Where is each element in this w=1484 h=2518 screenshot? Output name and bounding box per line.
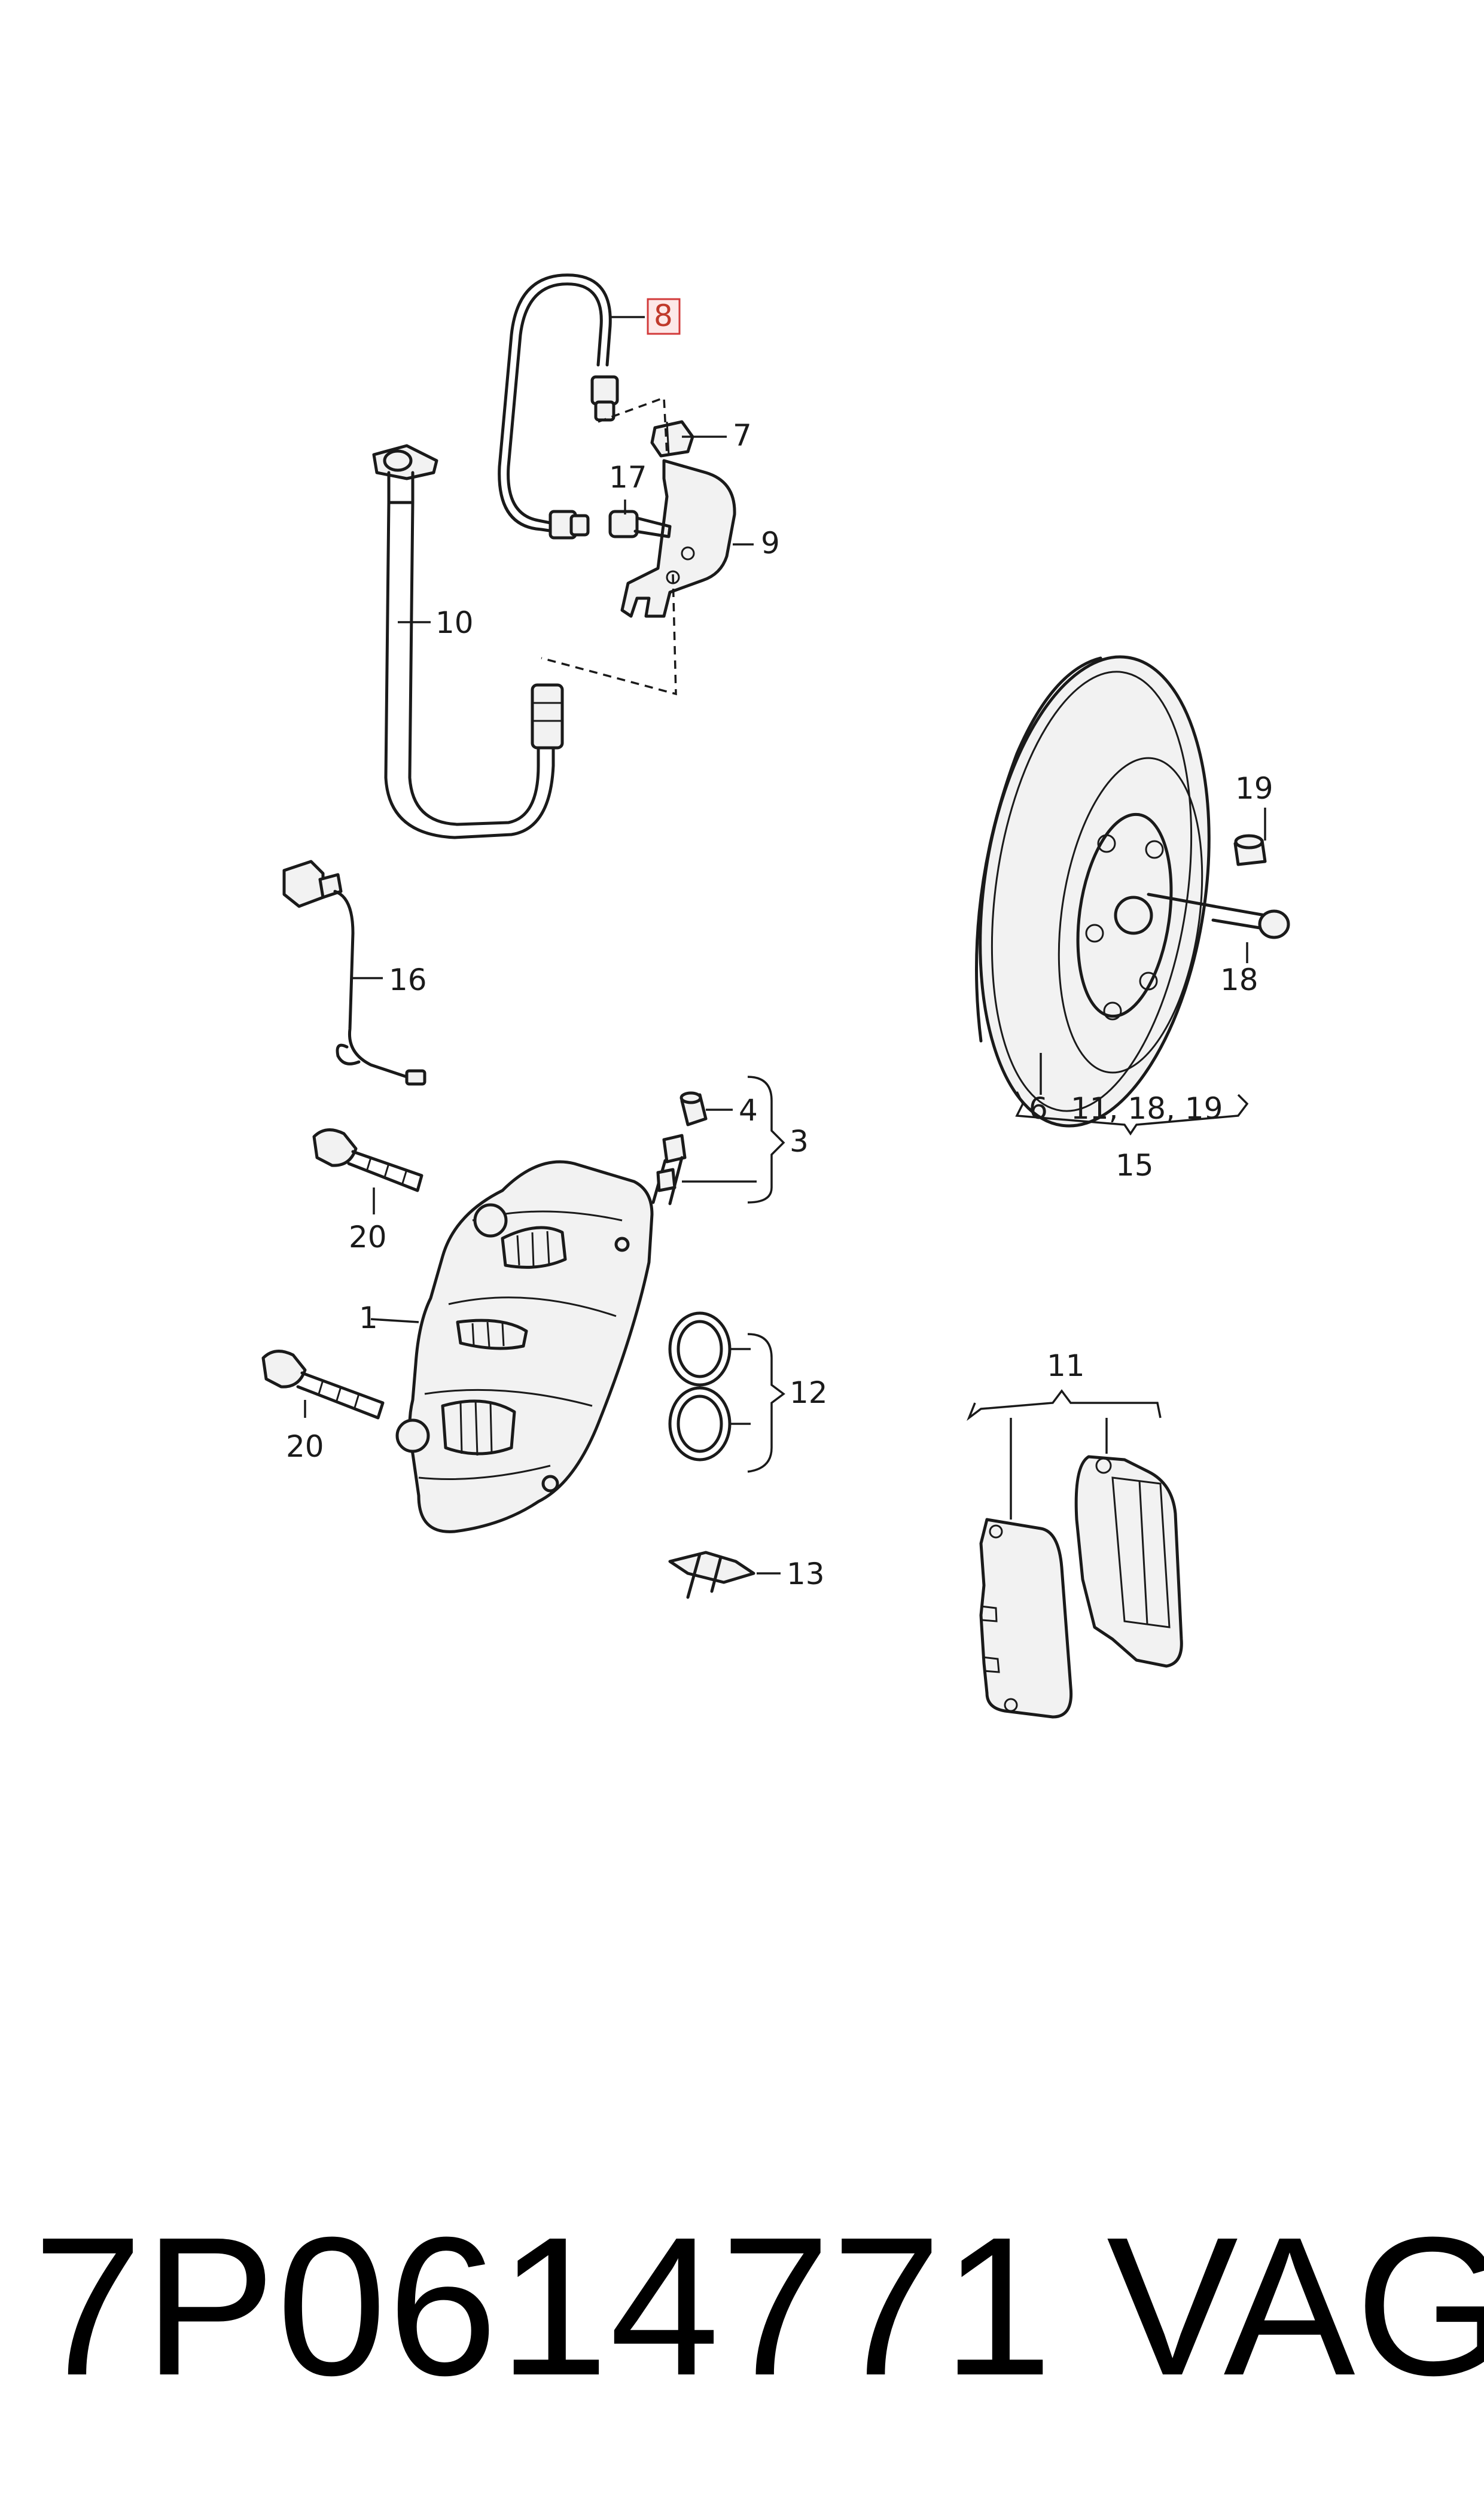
callout-17: 17	[609, 460, 647, 495]
callout-12: 12	[790, 1375, 828, 1410]
bleeder-cap-4	[679, 1091, 708, 1126]
callout-15: 15	[1116, 1148, 1154, 1183]
piston-seals-12	[668, 1311, 732, 1462]
callout-10: 10	[435, 605, 474, 640]
callout-20-bottom: 20	[286, 1429, 324, 1464]
callout-4: 4	[739, 1093, 758, 1128]
bracket-9	[620, 459, 736, 618]
brake-hose-10	[372, 444, 564, 839]
caliper-bolt-20-top	[312, 1128, 423, 1192]
callout-8-highlight	[647, 298, 681, 335]
part-number: 7P0614771	[33, 2196, 1054, 2416]
clip-7	[650, 420, 694, 458]
wear-sensor-16	[282, 860, 426, 1086]
callout-13: 13	[787, 1557, 825, 1591]
callout-3: 3	[790, 1124, 809, 1159]
brake-line-8	[498, 273, 619, 540]
bleeder-valve-3	[651, 1134, 687, 1205]
brake-pad-outer	[1074, 1455, 1183, 1668]
callout-20-top: 20	[349, 1220, 387, 1255]
callout-1: 1	[359, 1301, 378, 1335]
callout-9: 9	[761, 526, 780, 561]
callout-6: 6	[1029, 1091, 1048, 1126]
callout-18: 18	[1220, 963, 1258, 997]
brake-pad-inner	[979, 1518, 1073, 1719]
brake-disc-6	[975, 655, 1211, 1128]
wheel-bolt-18	[1147, 893, 1290, 939]
caliper-bolt-20-bottom	[261, 1350, 385, 1420]
brake-caliper-1	[395, 1160, 654, 1533]
callout-8: 8	[654, 299, 673, 333]
callout-19: 19	[1235, 771, 1273, 806]
callout-7: 7	[733, 418, 752, 453]
spreader-spring-13	[668, 1551, 755, 1599]
brand-label: VAG	[1107, 2196, 1484, 2416]
callout-labels: 8 7 17 9 10 16 19 18 6 11, 18, 19 15 4 3…	[286, 298, 1273, 1591]
bolt-17	[608, 510, 672, 538]
disc-screw-19	[1233, 834, 1267, 866]
leader-lines	[304, 316, 1266, 1575]
callout-11-pads: 11	[1047, 1348, 1085, 1383]
callout-16: 16	[389, 963, 427, 997]
callout-11-18-19: 11, 18, 19	[1071, 1091, 1223, 1126]
